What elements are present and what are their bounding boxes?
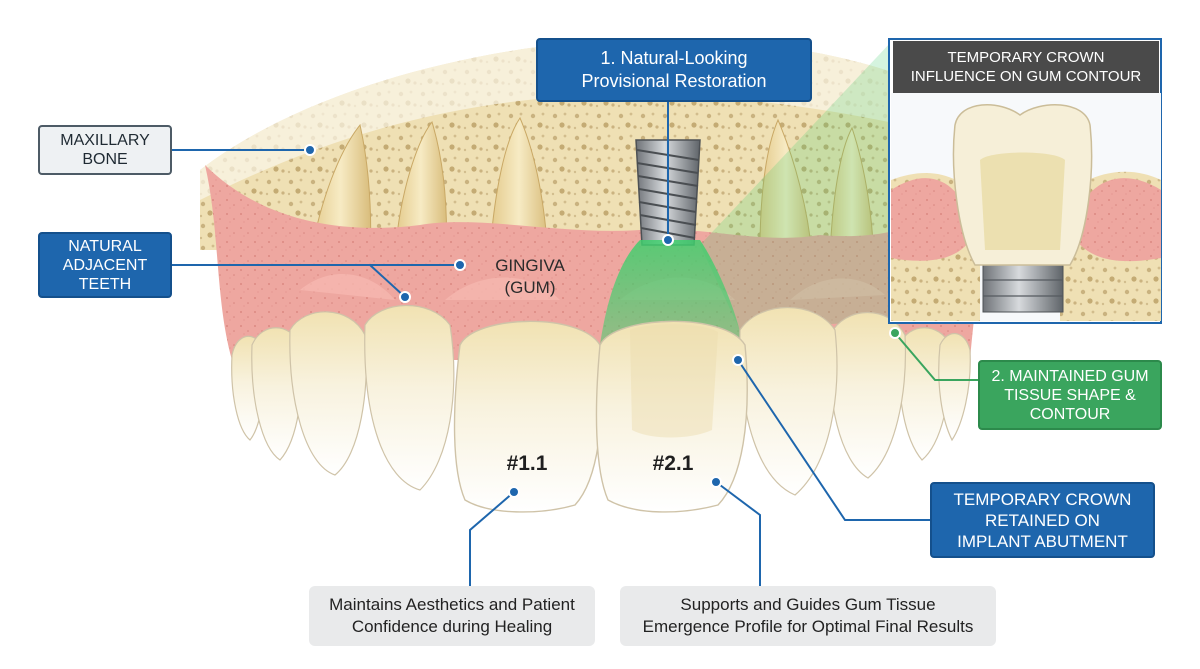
leader-maintained-gum xyxy=(894,332,978,381)
label-line: Supports and Guides Gum Tissue xyxy=(680,595,936,614)
supports-caption: Supports and Guides Gum Tissue Emergence… xyxy=(620,586,996,646)
label-line: ADJACENT xyxy=(62,256,148,274)
tooth-left-canine xyxy=(289,311,367,476)
gingiva-label: GINGIVA (GUM) xyxy=(470,255,590,299)
label-line: TISSUE SHAPE & xyxy=(1004,386,1136,404)
label-line: BONE xyxy=(82,151,128,168)
natural-adjacent-teeth-label: NATURAL ADJACENT TEETH xyxy=(38,232,172,298)
leader-supports xyxy=(715,481,761,586)
tooth-right-canine xyxy=(828,312,907,479)
tooth-number-1-1: #1.1 xyxy=(506,452,548,475)
label-line: Maintains Aesthetics and Patient xyxy=(329,595,575,614)
label-line: Emergence Profile for Optimal Final Resu… xyxy=(642,617,974,636)
label-line: MAXILLARY xyxy=(60,132,150,149)
tooth-back-left-2 xyxy=(251,327,303,461)
label-line: (GUM) xyxy=(504,278,556,297)
label-line: Provisional Restoration xyxy=(581,71,767,91)
leader-temporary-crown xyxy=(737,359,930,521)
leader-aesthetics xyxy=(469,491,515,586)
tooth-back-right-1 xyxy=(938,333,971,442)
tooth-number-2-1: #2.1 xyxy=(652,452,694,475)
aesthetics-caption: Maintains Aesthetics and Patient Confide… xyxy=(309,586,595,646)
inset-abutment xyxy=(982,261,1064,313)
label-line: TEMPORARY CROWN xyxy=(947,49,1105,66)
maxillary-bone-label: MAXILLARY BONE xyxy=(38,125,172,175)
tooth-left-lateral xyxy=(364,304,455,491)
provisional-restoration-label: 1. Natural-Looking Provisional Restorati… xyxy=(536,38,812,102)
label-line: TEETH xyxy=(78,275,132,293)
leader-natural-teeth-2 xyxy=(369,264,406,298)
maintained-gum-label: 2. MAINTAINED GUM TISSUE SHAPE & CONTOUR xyxy=(978,360,1162,430)
label-line: TEMPORARY CROWN xyxy=(953,489,1132,509)
tooth-right-lateral xyxy=(739,306,838,496)
label-line: 1. Natural-Looking xyxy=(600,48,748,68)
label-line: IMPLANT ABUTMENT xyxy=(957,531,1128,551)
label-line: 2. MAINTAINED GUM xyxy=(991,367,1149,385)
label-line: GINGIVA xyxy=(495,256,565,275)
label-line: Confidence during Healing xyxy=(351,617,553,636)
label-line: NATURAL xyxy=(68,237,142,255)
tooth-back-right-2 xyxy=(898,327,952,461)
label-line: INFLUENCE ON GUM CONTOUR xyxy=(910,68,1142,85)
tooth-1-1 xyxy=(453,320,603,513)
label-line: RETAINED ON xyxy=(985,510,1100,530)
label-line: CONTOUR xyxy=(1029,405,1111,423)
temporary-crown-label: TEMPORARY CROWN RETAINED ON IMPLANT ABUT… xyxy=(930,482,1155,558)
inset-title: TEMPORARY CROWN INFLUENCE ON GUM CONTOUR xyxy=(893,41,1159,93)
tooth-2-1-crown xyxy=(595,320,748,513)
